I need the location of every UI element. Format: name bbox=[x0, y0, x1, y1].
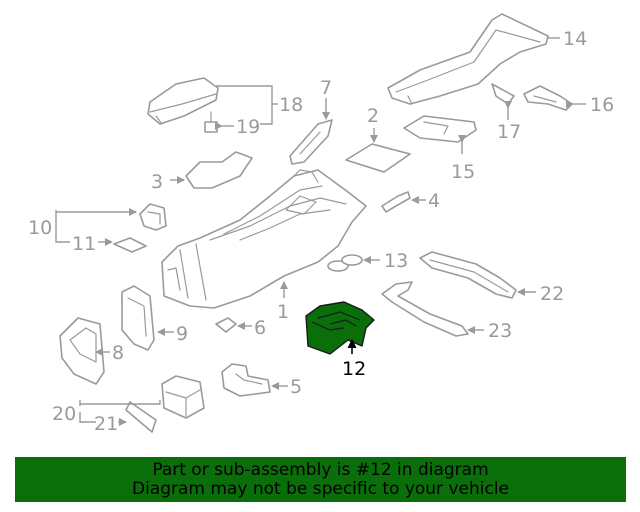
callout-23: 23 bbox=[488, 320, 512, 342]
callout-4: 4 bbox=[428, 190, 440, 212]
callout-17: 17 bbox=[497, 121, 521, 143]
callout-16: 16 bbox=[590, 94, 614, 116]
part-3-liner bbox=[185, 151, 253, 189]
part-19-bolt bbox=[204, 111, 218, 133]
callout-18: 18 bbox=[279, 94, 303, 116]
part-18-armrest-lid bbox=[147, 77, 219, 125]
callout-10: 10 bbox=[28, 217, 52, 239]
part-1-center-console bbox=[161, 169, 367, 309]
part-4-bracket bbox=[381, 191, 411, 213]
part-10-switch-bezel bbox=[139, 203, 167, 231]
callout-15: 15 bbox=[451, 161, 475, 183]
callout-22: 22 bbox=[540, 283, 564, 305]
callout-1: 1 bbox=[277, 301, 289, 323]
callout-13: 13 bbox=[384, 250, 408, 272]
callout-6: 6 bbox=[254, 317, 266, 339]
callout-5: 5 bbox=[290, 376, 302, 398]
part-9-side-panel bbox=[121, 285, 155, 351]
part-info-banner: Part or sub-assembly is #12 in diagram D… bbox=[15, 457, 626, 502]
parts-diagram: 14 16 17 15 18 19 7 2 bbox=[28, 13, 614, 435]
callout-19: 19 bbox=[236, 116, 260, 138]
callout-21: 21 bbox=[94, 413, 118, 435]
part-14-console-trim bbox=[387, 13, 549, 105]
callout-7: 7 bbox=[320, 77, 332, 99]
part-8-rear-vent bbox=[59, 317, 105, 385]
part-11-switch-plate bbox=[113, 237, 147, 253]
part-23-lower-rail bbox=[381, 281, 469, 337]
part-7-side-trim bbox=[289, 119, 333, 165]
callout-2: 2 bbox=[367, 105, 379, 127]
part-16-trim-clip bbox=[523, 85, 573, 111]
callout-14: 14 bbox=[563, 28, 587, 50]
part-22-side-rail bbox=[419, 251, 517, 299]
callout-8: 8 bbox=[112, 342, 124, 364]
part-12-highlighted bbox=[305, 301, 375, 355]
callout-9: 9 bbox=[176, 323, 188, 345]
part-2-mat bbox=[345, 143, 411, 173]
banner-line-part: Part or sub-assembly is #12 in diagram bbox=[152, 460, 489, 480]
callout-3: 3 bbox=[151, 171, 163, 193]
part-15-bezel bbox=[403, 115, 477, 143]
callout-12: 12 bbox=[342, 358, 366, 380]
callout-11: 11 bbox=[72, 233, 96, 255]
part-20-storage-bin bbox=[161, 375, 205, 419]
part-17-trim-piece bbox=[491, 83, 515, 105]
part-13-cup-holder-mat bbox=[327, 254, 363, 272]
banner-line-disclaimer: Diagram may not be specific to your vehi… bbox=[131, 479, 509, 499]
part-5-bracket bbox=[221, 363, 271, 397]
callout-20: 20 bbox=[52, 403, 76, 425]
part-21-bin-mat bbox=[125, 401, 157, 433]
part-6-clip bbox=[215, 317, 237, 333]
